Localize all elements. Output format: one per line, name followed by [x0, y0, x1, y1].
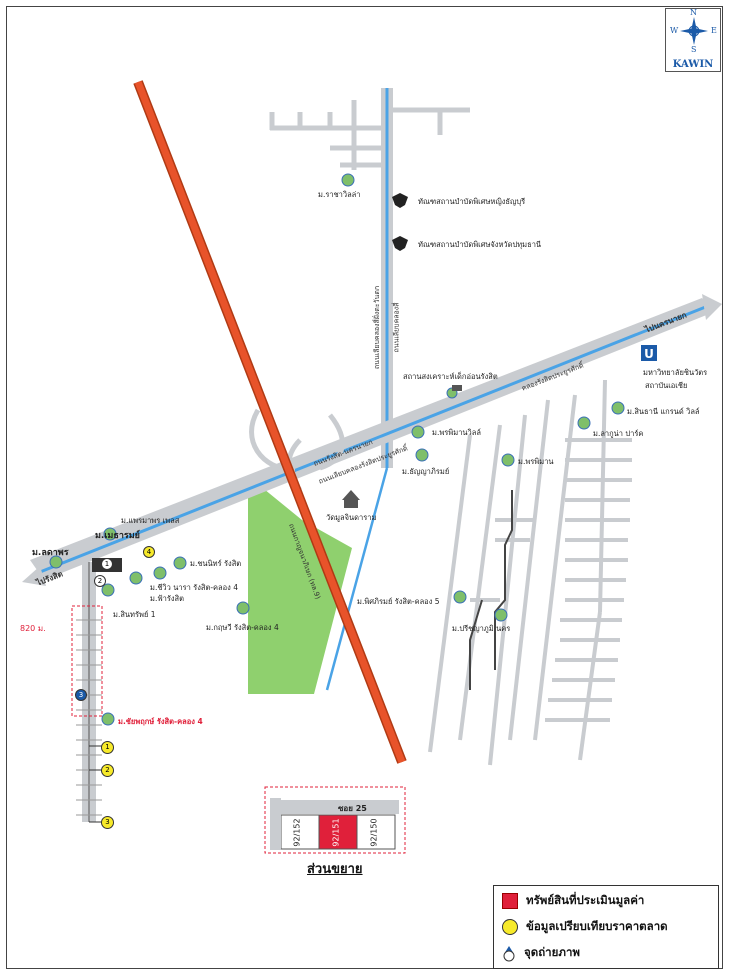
legend-row-subject: ทรัพย์สินที่ประเมินมูลค่า [502, 890, 644, 912]
place-sinthani: ม.สินธานี แกรนด์ วิลล์ [627, 407, 700, 416]
university-icon: U [641, 345, 657, 361]
place-chaiyaphruek: ม.ชัยพฤกษ์ รังสิต-คลอง 4 [118, 717, 203, 726]
place-welfare: สถานสงเคราะห์เด็กอ่อนรังสิต [403, 372, 498, 381]
place-phraphiman: ม.พรพิมาน [518, 457, 554, 466]
place-university2: สถาบันเอเชีย [645, 381, 688, 390]
compass-brand: KAWIN [672, 59, 714, 70]
main-road [22, 294, 722, 586]
road-label-khlong-4-b: ถนนเลียบคลองสี่ [392, 302, 401, 353]
west-soi [71, 562, 103, 822]
comparable-2: 2 [101, 764, 114, 777]
legend: ทรัพย์สินที่ประเมินมูลค่า ข้อมูลเปรียบเท… [493, 885, 719, 969]
distance-label: 820 ม. [20, 624, 46, 633]
enlargement-center-lot: 92/151 [331, 818, 341, 847]
legend-photo-label: จุดถ่ายภาพ [524, 945, 580, 959]
svg-text:U: U [644, 347, 654, 361]
enlargement-title: ส่วนขยาย [307, 862, 363, 877]
expressway [133, 80, 407, 764]
photo-marker-1: 1 [101, 558, 113, 570]
photo-marker-4: 4 [143, 546, 155, 558]
place-thanya: ม.ธัญญาภิรมย์ [402, 467, 450, 476]
compass-icon [680, 17, 708, 45]
place-sinsap: ม.สินทรัพย์ 1 [113, 610, 156, 619]
comparable-1: 1 [101, 741, 114, 754]
legend-compare-label: ข้อมูลเปรียบเทียบราคาตลาด [526, 919, 668, 933]
place-fah-rangsit: ม.ฟ้ารังสิต [150, 594, 184, 603]
place-university: มหาวิทยาลัยชินวัตร [643, 368, 708, 377]
north-road [325, 88, 393, 691]
place-shiwin: ม.ชีวิว นารา รังสิต-คลอง 4 [150, 583, 238, 592]
legend-subject-label: ทรัพย์สินที่ประเมินมูลค่า [526, 893, 645, 907]
place-ladaphon: ม.ลดาพร [32, 548, 69, 558]
prison-icons [392, 193, 408, 251]
compare-circle-icon [502, 919, 518, 935]
compass-n: N [690, 8, 697, 17]
place-praemaphon: ม.แพรมาพร เพลส [121, 516, 180, 525]
east-dark-roads [469, 490, 513, 690]
place-chonnathee: ม.ชนนิทร์ รังสิต [190, 559, 242, 568]
place-phisit: ม.พิศภิรมย์ รังสิต-คลอง 5 [357, 597, 440, 606]
enlargement-soi: ซอย 25 [338, 804, 367, 813]
enlargement-left-lot: 92/152 [292, 818, 302, 847]
place-prison-women: ทัณฑสถานบำบัดพิเศษหญิงธัญบุรี [418, 197, 526, 206]
road-label-khlong-4: ถนนเลียบคลองสี่ฝั่งตะวันตก [373, 285, 382, 370]
compass-e: E [711, 26, 717, 35]
place-phraphiman-villa: ม.พรพิมานวิลล์ [432, 428, 481, 437]
compass-w: W [670, 26, 679, 35]
enlargement [264, 786, 406, 854]
photo-marker-2: 2 [94, 575, 106, 587]
compass-s: S [691, 45, 697, 54]
compass-rose: N S W E KAWIN [665, 8, 721, 72]
place-pruksa: ม.ปรีชญาภูมิ นคร [452, 624, 511, 633]
place-laguna: ม.ลากูน่า ปาร์ค [593, 429, 644, 438]
place-temple: วัดมูลจินดาราม [326, 513, 377, 522]
photo-marker-3: 3 [75, 689, 87, 701]
village-icons [49, 173, 625, 726]
comparable-markers [89, 745, 102, 823]
place-prison-pathum: ทัณฑสถานบำบัดพิเศษจังหวัดปทุมธานี [418, 240, 542, 249]
east-street-grid [428, 379, 632, 766]
legend-row-compare: ข้อมูลเปรียบเทียบราคาตลาด [502, 916, 668, 938]
park-area [248, 476, 352, 694]
photo-marker-icon [502, 946, 516, 962]
subject-swatch-icon [502, 893, 518, 909]
temple-icon [342, 490, 360, 508]
place-meetharom: ม.เมธารมย์ [95, 531, 140, 541]
welfare-icon [452, 385, 462, 391]
legend-row-photo: จุดถ่ายภาพ [502, 942, 580, 964]
north-street-grid [269, 100, 470, 170]
map-frame [6, 6, 723, 969]
enlargement-right-lot: 92/150 [369, 818, 379, 847]
comparable-3: 3 [101, 816, 114, 829]
place-rachawadee: ม.ราชาวิลล่า [318, 190, 361, 199]
place-kritsawee: ม.กฤษวี รังสิต-คลอง 4 [206, 623, 279, 632]
